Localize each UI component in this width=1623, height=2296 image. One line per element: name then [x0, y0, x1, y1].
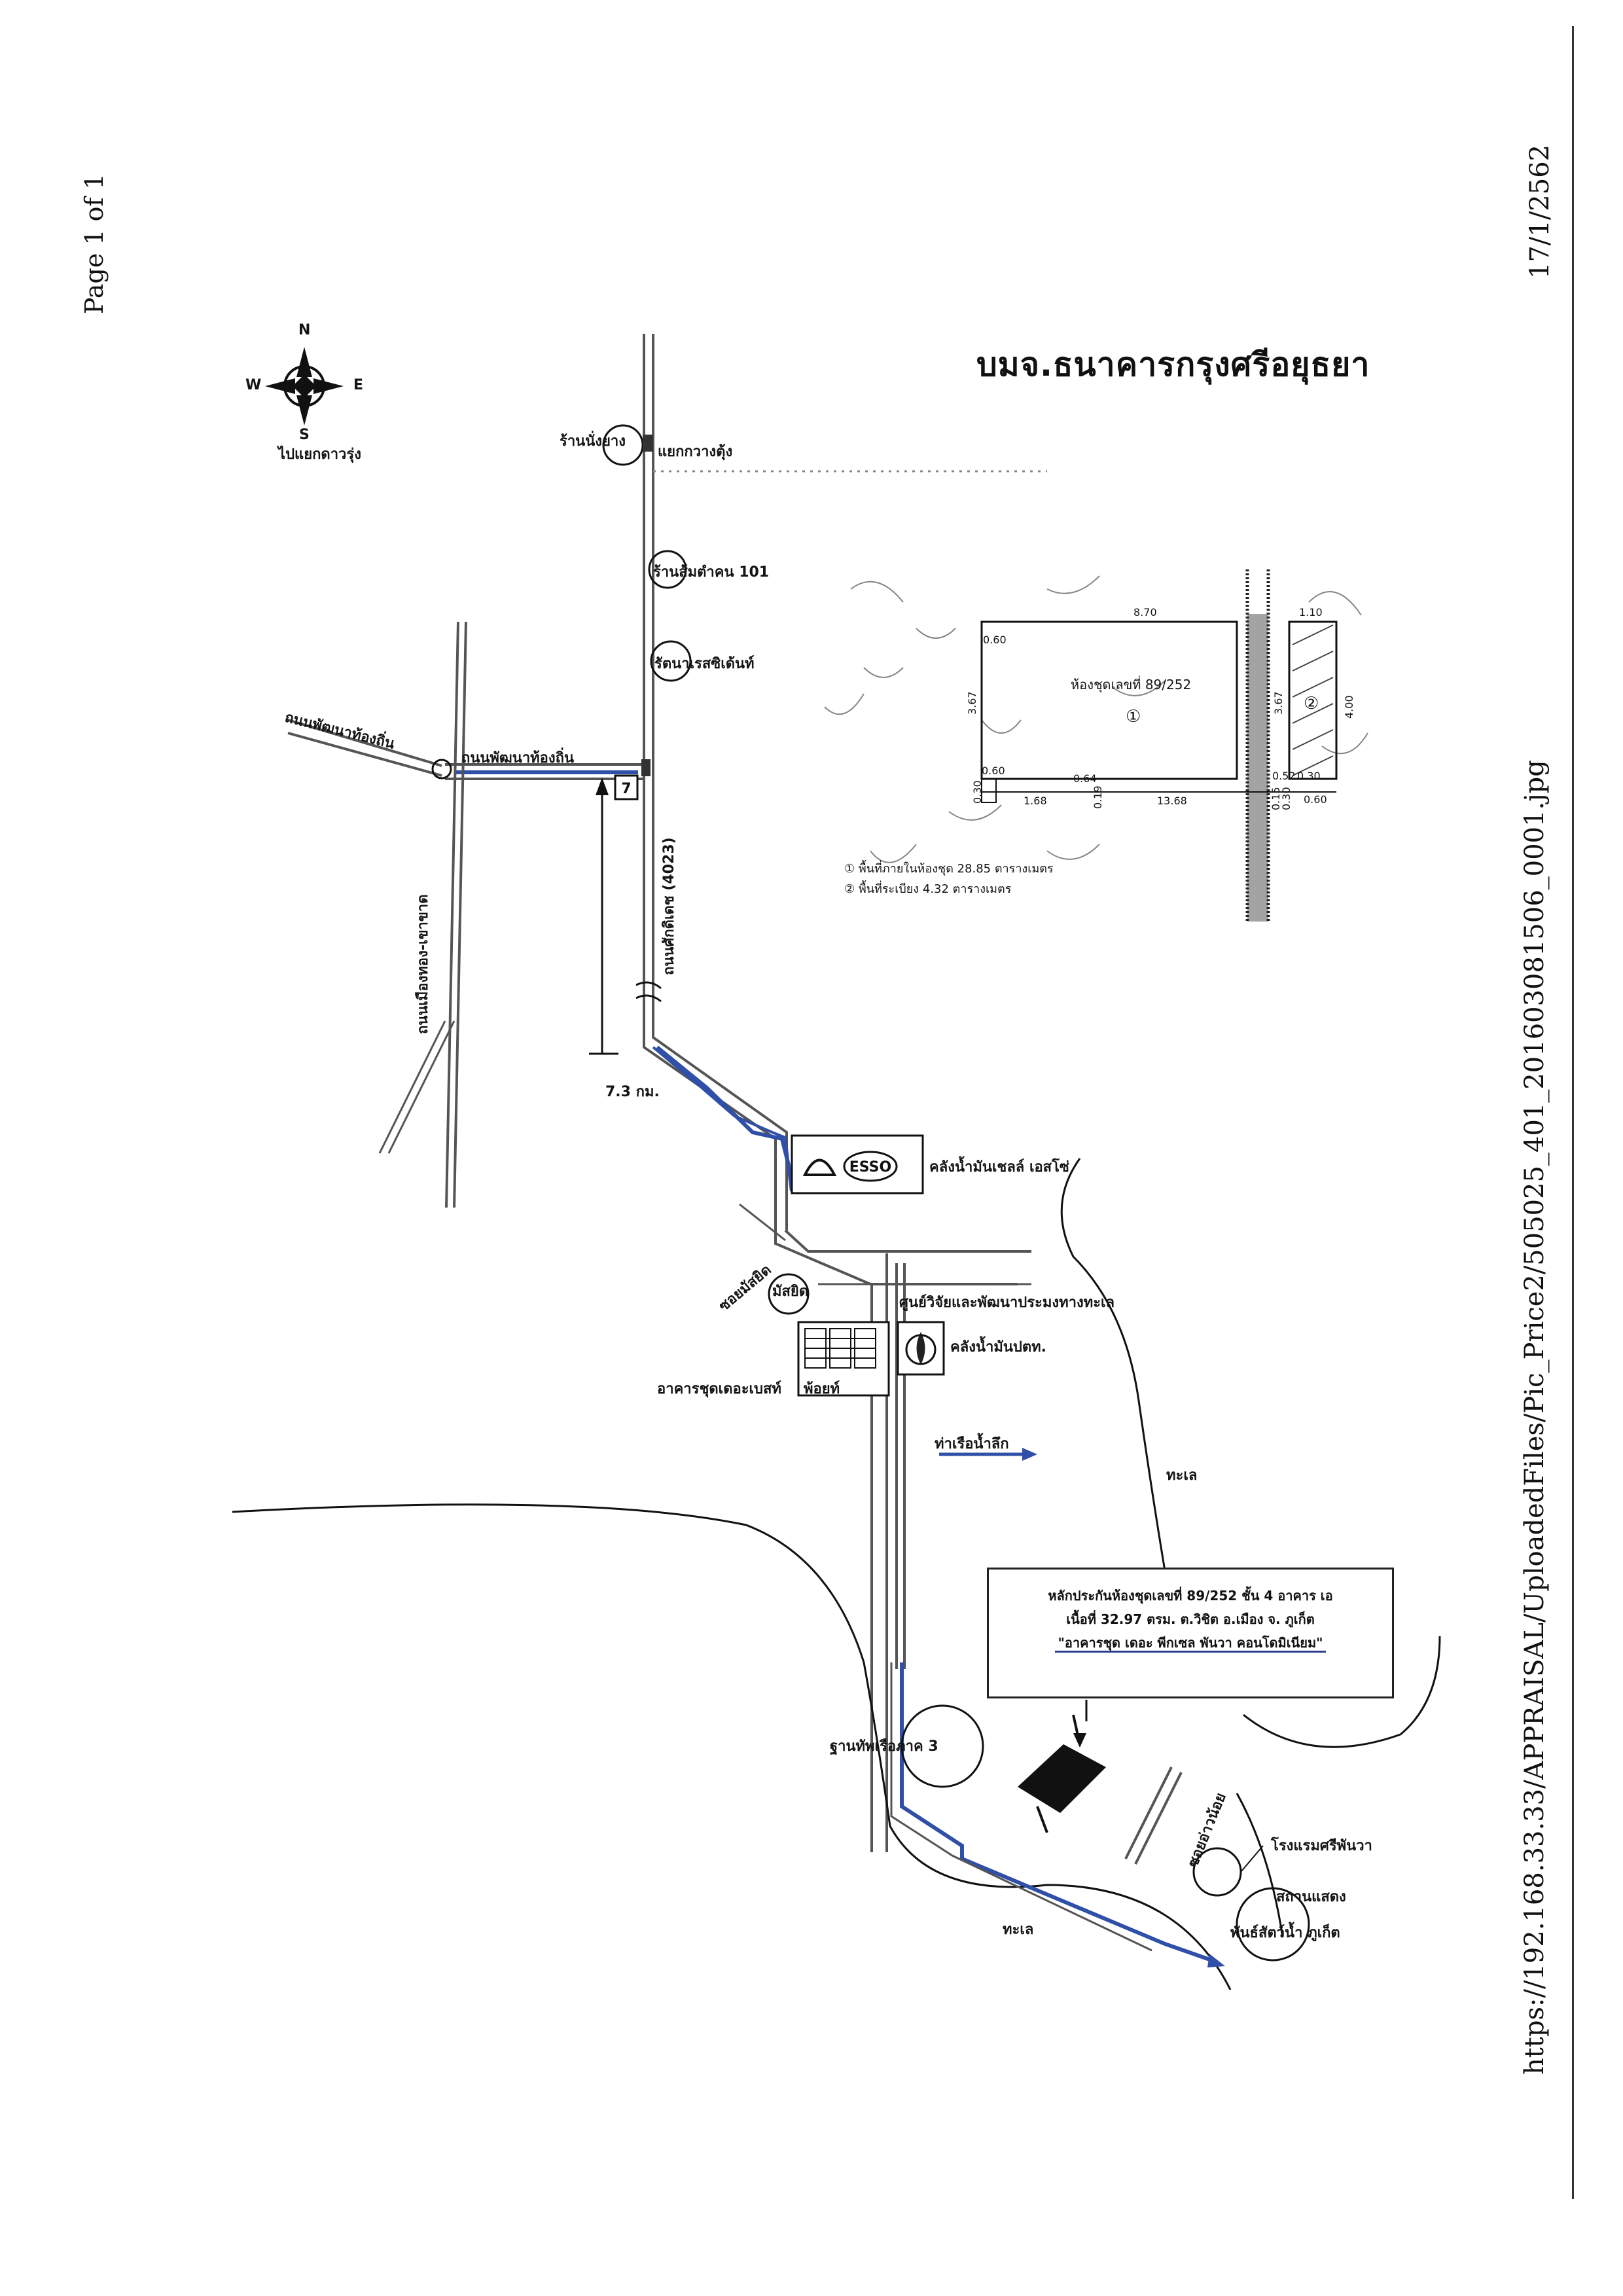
callout-line-3: "อาคารชุด เดอะ พีกเซล พันวา คอนโดมิเนียม…	[1055, 1635, 1326, 1653]
label-road-left-horiz: ถนนพัฒนาท้องถิ่น	[461, 750, 574, 766]
route-blue-1	[656, 1045, 794, 1192]
floor-plan-area1: ①	[1126, 707, 1141, 726]
right-edge-line	[1572, 26, 1574, 2199]
dim-bot-c: 1.68	[1024, 795, 1047, 807]
compass-w: W	[245, 377, 262, 393]
label-condo: อาคารชุดเดอะเบสท์	[657, 1381, 781, 1397]
dim-bot-e: 0.19	[1092, 785, 1104, 809]
floor-plan-area2: ②	[1304, 694, 1319, 713]
label-sea-bottom: ทะเล	[1003, 1922, 1034, 1938]
dim-bot-j: 0.60	[1304, 793, 1327, 806]
dim-bot-a: 0.60	[982, 764, 1005, 777]
callout-line-1: หลักประกันห้องชุดเลขที่ 89/252 ชั้น 4 อา…	[1048, 1588, 1333, 1604]
compass-e: E	[353, 377, 364, 393]
label-aquarium-1: สถานแสดง	[1276, 1889, 1346, 1905]
dim-bot-k: 0.30	[1280, 787, 1293, 810]
dim-top-right: 1.10	[1299, 606, 1323, 619]
label-oil-depot: คลังน้ำมันเชลล์ เอสโซ่	[929, 1159, 1069, 1175]
label-distance: 7.3 กม.	[605, 1084, 660, 1100]
shell-logo-icon	[802, 1158, 837, 1176]
callout-line-2: เนื้อที่ 32.97 ตรม. ต.วิชิต อ.เมือง จ. ภ…	[1066, 1611, 1315, 1627]
oil-depot-box	[791, 1134, 924, 1194]
esso-logo-icon: ESSO	[843, 1151, 898, 1182]
dim-left-vert: 3.67	[966, 691, 978, 715]
svg-text:ESSO: ESSO	[849, 1159, 891, 1175]
route-blue-to-property	[900, 1662, 1218, 1964]
label-road-vertical-left: ถนนเมืองทอง-เขาขาด	[415, 894, 431, 1034]
compass-s: S	[299, 427, 310, 443]
label-road-main: ถนนศักดิเดช (4023)	[661, 837, 677, 975]
dim-right-vert: 3.67	[1272, 691, 1285, 715]
compass-to-label: ไปแยกดาวรุ่ง	[278, 446, 361, 463]
map-title: บมจ.ธนาคารกรุงศรีอยุธยา	[976, 346, 1370, 384]
label-residence: รัตนาเรสซิเด้นท์	[654, 656, 755, 672]
ptt-logo-icon	[905, 1332, 936, 1365]
label-junction: แยกกวางตุ้ง	[658, 444, 733, 460]
location-marker-icon	[1018, 1714, 1106, 1833]
label-aquarium-2: พันธ์สัตว์น้ำ ภูเก็ต	[1230, 1925, 1340, 1941]
floor-plan-legend-2: ② พื้นที่ระเบียง 4.32 ตารางเมตร	[844, 882, 1012, 896]
dim-bot-h: 0.30	[1297, 770, 1321, 782]
compass-n: N	[298, 322, 311, 338]
label-research-center: ศูนย์วิจัยและพัฒนาประมงทางทะเล	[899, 1295, 1115, 1311]
dim-far-right-vert: 4.00	[1343, 695, 1355, 719]
label-mosque: มัสยิด	[772, 1283, 809, 1300]
label-condo-2: พ้อยท์	[804, 1381, 840, 1397]
property-callout: หลักประกันห้องชุดเลขที่ 89/252 ชั้น 4 อา…	[987, 1568, 1394, 1698]
label-naval-base: ฐานทัพเรือภาค 3	[830, 1738, 938, 1755]
coastline	[232, 1503, 1232, 1990]
floor-plan-legend-1: ① พื้นที่ภายในห้องชุด 28.85 ตารางเมตร	[844, 862, 1054, 876]
label-ptt-depot: คลังน้ำมันปตท.	[950, 1339, 1046, 1355]
floor-plan-unit-label: ห้องชุดเลขที่ 89/252	[1071, 677, 1192, 692]
dim-top-mid: 8.70	[1133, 606, 1157, 619]
svg-text:7: 7	[621, 781, 631, 797]
label-sea-right: ทะเล	[1166, 1467, 1198, 1484]
label-shop-101: ร้านส้มตำคน 101	[653, 564, 770, 581]
dim-bot-b: 0.30	[971, 780, 984, 804]
dim-bot-g: 0.52	[1272, 770, 1296, 782]
floor-plan	[824, 569, 1368, 923]
traffic-light-icon	[643, 435, 653, 452]
dim-bot-f: 13.68	[1157, 795, 1187, 807]
dim-bot-d: 0.64	[1073, 772, 1097, 785]
label-top-shop: ร้านนั่งยาง	[560, 433, 626, 450]
label-hotel: โรงแรมศรีพันวา	[1271, 1838, 1372, 1854]
dim-top-left: 0.60	[983, 634, 1007, 646]
label-deep-pier: ท่าเรือน้ำลึก	[935, 1436, 1009, 1452]
compass-rose-icon	[265, 347, 344, 425]
seven-eleven-icon	[614, 774, 639, 800]
